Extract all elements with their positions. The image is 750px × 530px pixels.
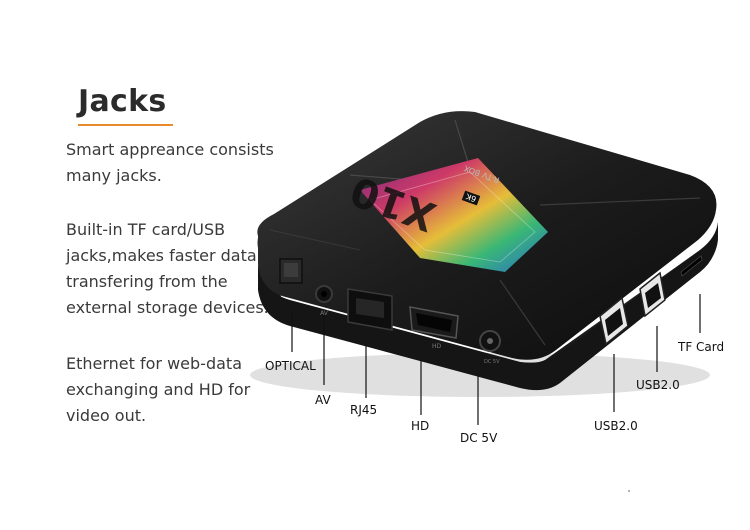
svg-text:HD: HD bbox=[432, 343, 442, 350]
badge-text: 6K bbox=[464, 191, 477, 203]
callout-rj45: RJ45 bbox=[350, 403, 378, 417]
section-heading: Jacks bbox=[78, 84, 167, 119]
svg-text:DC 5V: DC 5V bbox=[484, 359, 500, 365]
heading-underline bbox=[78, 124, 173, 126]
logo-panel bbox=[360, 158, 548, 272]
tf-card-slot bbox=[680, 255, 703, 277]
callout-dc: DC 5V bbox=[460, 431, 498, 445]
paragraph-appearance: Smart appreance consists many jacks. bbox=[66, 140, 274, 185]
callout-usb-upper: USB2.0 bbox=[636, 378, 680, 392]
callout-optical: OPTICAL bbox=[265, 359, 316, 373]
paragraph-storage: Built-in TF card/USB jacks,makes faster … bbox=[66, 220, 269, 317]
svg-text:AV: AV bbox=[320, 310, 329, 317]
callout-av: AV bbox=[315, 393, 331, 407]
paragraph-ethernet: Ethernet for web-data exchanging and HD … bbox=[66, 354, 251, 425]
callout-usb-lower: USB2.0 bbox=[594, 419, 638, 433]
callout-tf-card: TF Card bbox=[678, 340, 725, 354]
callout-hd: HD bbox=[411, 419, 430, 433]
